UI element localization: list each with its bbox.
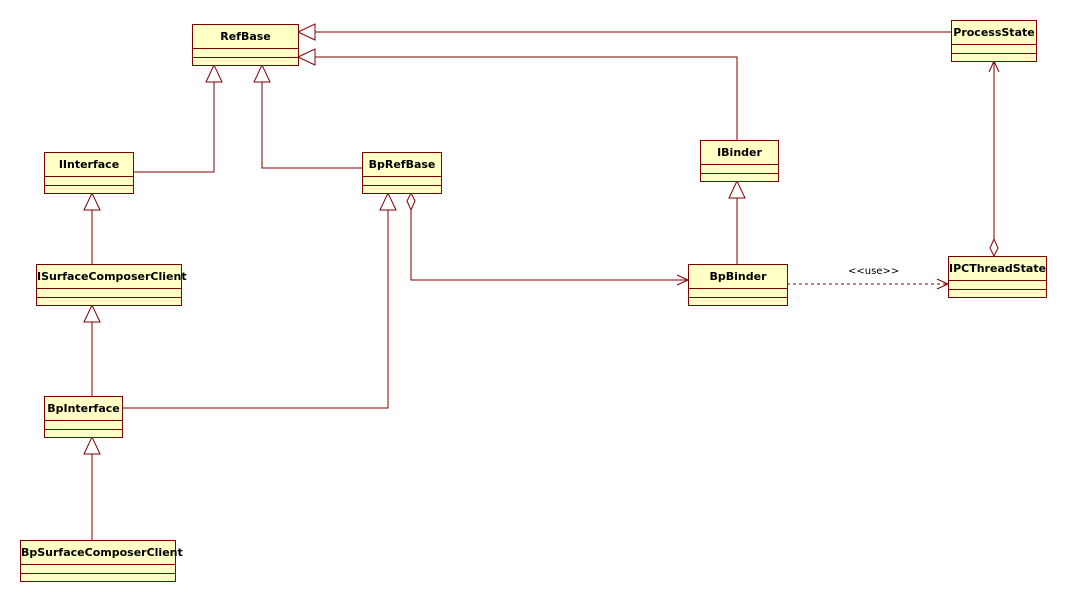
class-name: BpInterface xyxy=(45,397,122,421)
attributes-compartment xyxy=(689,289,787,298)
attributes-compartment xyxy=(193,49,298,58)
class-name: BpRefBase xyxy=(363,153,441,177)
class-processstate[interactable]: ProcessState xyxy=(951,20,1037,62)
class-iinterface[interactable]: IInterface xyxy=(44,152,134,194)
class-name: BpBinder xyxy=(689,265,787,289)
generalization-bpinterface-bprefbase xyxy=(122,191,397,409)
attributes-compartment xyxy=(37,289,181,298)
class-name: IBinder xyxy=(701,141,778,165)
attributes-compartment xyxy=(21,565,175,574)
class-name: IInterface xyxy=(45,153,133,177)
class-bprefbase[interactable]: BpRefBase xyxy=(362,152,442,194)
generalization-iinterface-refbase xyxy=(133,63,223,173)
attributes-compartment xyxy=(952,45,1036,54)
class-bpbinder[interactable]: BpBinder xyxy=(688,264,788,306)
attributes-compartment xyxy=(45,421,122,430)
generalization-bprefbase-refbase xyxy=(253,63,362,169)
class-name: IPCThreadState xyxy=(949,257,1046,281)
attributes-compartment xyxy=(701,165,778,174)
class-name: RefBase xyxy=(193,25,298,49)
use-stereotype-label: <<use>> xyxy=(848,266,900,277)
class-isurfacecomposerclient[interactable]: ISurfaceComposerClient xyxy=(36,264,187,306)
generalization-ibinder-refbase xyxy=(296,48,738,140)
class-bpsurfacecomposerclient[interactable]: BpSurfaceComposerClient xyxy=(20,540,183,582)
aggregation-bprefbase-bpbinder xyxy=(411,193,688,280)
attributes-compartment xyxy=(363,177,441,186)
attributes-compartment xyxy=(45,177,133,186)
class-name: BpSurfaceComposerClient xyxy=(21,541,183,565)
class-name: ProcessState xyxy=(952,21,1036,45)
class-bpinterface[interactable]: BpInterface xyxy=(44,396,123,438)
class-refbase[interactable]: RefBase xyxy=(192,24,299,66)
class-name: ISurfaceComposerClient xyxy=(37,265,187,289)
attributes-compartment xyxy=(949,281,1046,290)
class-ipcthreadstate[interactable]: IPCThreadState xyxy=(948,256,1047,298)
class-ibinder[interactable]: IBinder xyxy=(700,140,779,182)
